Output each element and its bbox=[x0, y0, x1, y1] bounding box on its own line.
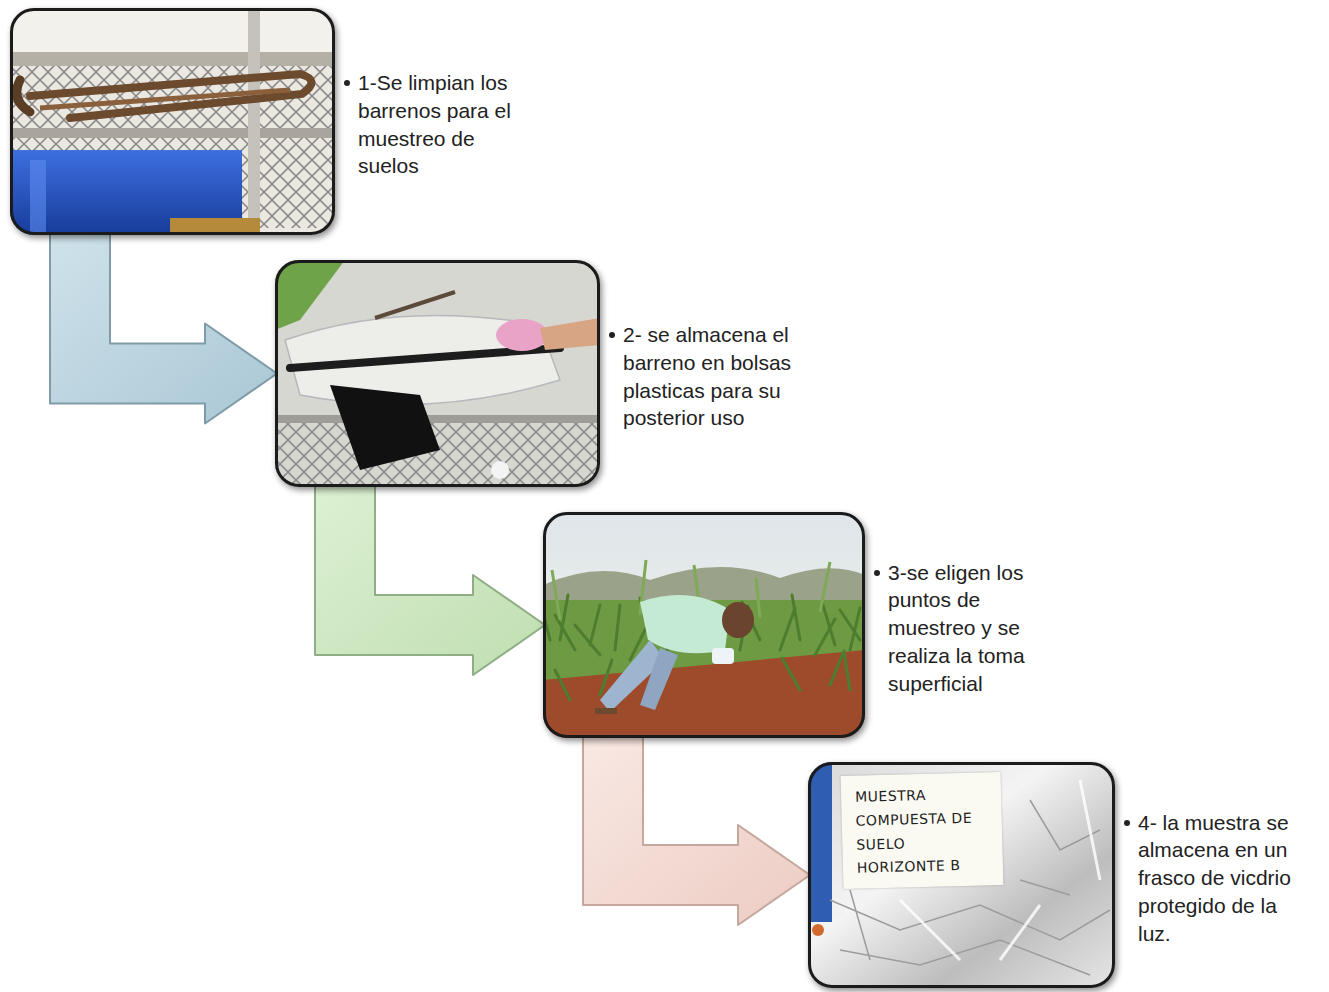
bullet-dot bbox=[344, 80, 350, 86]
bullet-dot bbox=[1124, 820, 1130, 826]
photo-bagged-auger bbox=[275, 260, 600, 487]
photo-foil-jar bbox=[808, 762, 1115, 988]
step-text: 3-se eligen los puntos de muestreo y se … bbox=[888, 559, 1064, 698]
bullet-dot bbox=[609, 332, 615, 338]
photo-step-box: 1-Se limpian los barrenos para el muestr… bbox=[10, 8, 335, 235]
photo-step-box: 2- se almacena el barreno en bolsas plas… bbox=[275, 260, 600, 487]
step-text: 2- se almacena el barreno en bolsas plas… bbox=[623, 321, 799, 432]
block-arrow bbox=[583, 736, 810, 925]
photo-augers bbox=[10, 8, 335, 235]
step-caption: 4- la muestra se almacena en un frasco d… bbox=[1122, 809, 1314, 948]
bullet-dot bbox=[874, 570, 880, 576]
photo-step-box: 3-se eligen los puntos de muestreo y se … bbox=[543, 512, 865, 738]
step-caption: 3-se eligen los puntos de muestreo y se … bbox=[872, 559, 1064, 698]
jar-label: MUESTRA COMPUESTA DE SUELO HORIZONTE B bbox=[841, 772, 1004, 889]
arrow-body bbox=[315, 485, 545, 675]
arrow-body bbox=[583, 736, 810, 925]
step-text: 4- la muestra se almacena en un frasco d… bbox=[1138, 809, 1314, 948]
block-arrow bbox=[50, 233, 277, 424]
step-caption: 2- se almacena el barreno en bolsas plas… bbox=[607, 321, 799, 432]
step-caption: 1-Se limpian los barrenos para el muestr… bbox=[342, 69, 534, 180]
photo-field-sampling bbox=[543, 512, 865, 738]
step-text: 1-Se limpian los barrenos para el muestr… bbox=[358, 69, 534, 180]
arrow-body bbox=[50, 233, 277, 424]
block-arrow bbox=[315, 485, 545, 675]
